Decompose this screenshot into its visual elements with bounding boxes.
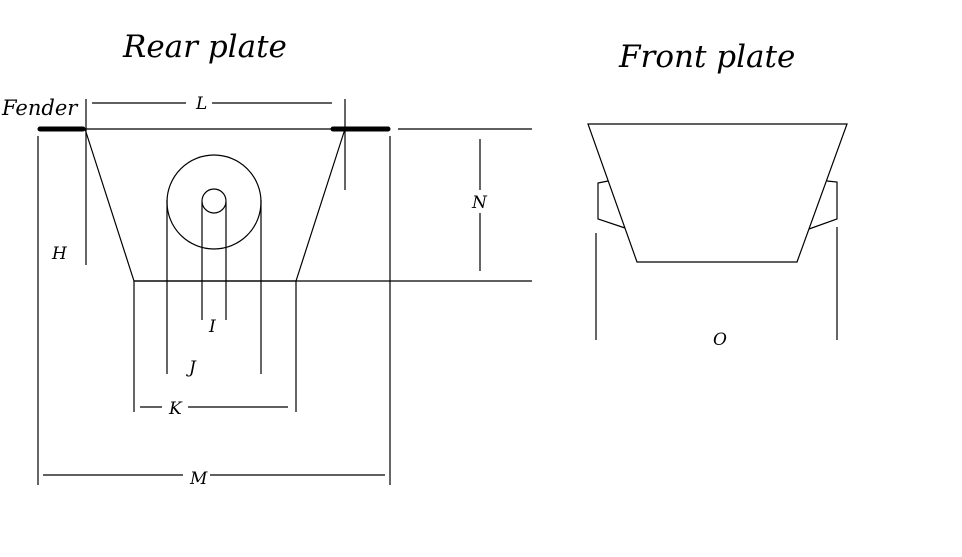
dimension-label-k: K [168,399,183,419]
left-bracket [597,180,626,229]
dimension-label-h: H [51,244,68,264]
dimension-label-m: M [189,469,208,489]
rear-plate-title: Rear plate [122,29,287,65]
right-bracket [808,180,838,230]
dimension-label-n: N [471,193,488,213]
dimension-label-i: I [208,317,216,337]
rear-plate-outline [84,128,346,282]
front-plate: Front plate O [587,39,848,350]
rear-plate: Rear plate Fender L H I J K [1,29,532,489]
hub-circle [166,154,262,250]
dimension-label-l: L [195,94,207,114]
dimension-label-j: J [186,358,197,378]
axle-hole [201,188,227,214]
fender-label: Fender [1,96,79,120]
front-plate-title: Front plate [618,39,795,75]
front-plate-outline [587,123,848,263]
dimension-label-o: O [713,330,727,350]
